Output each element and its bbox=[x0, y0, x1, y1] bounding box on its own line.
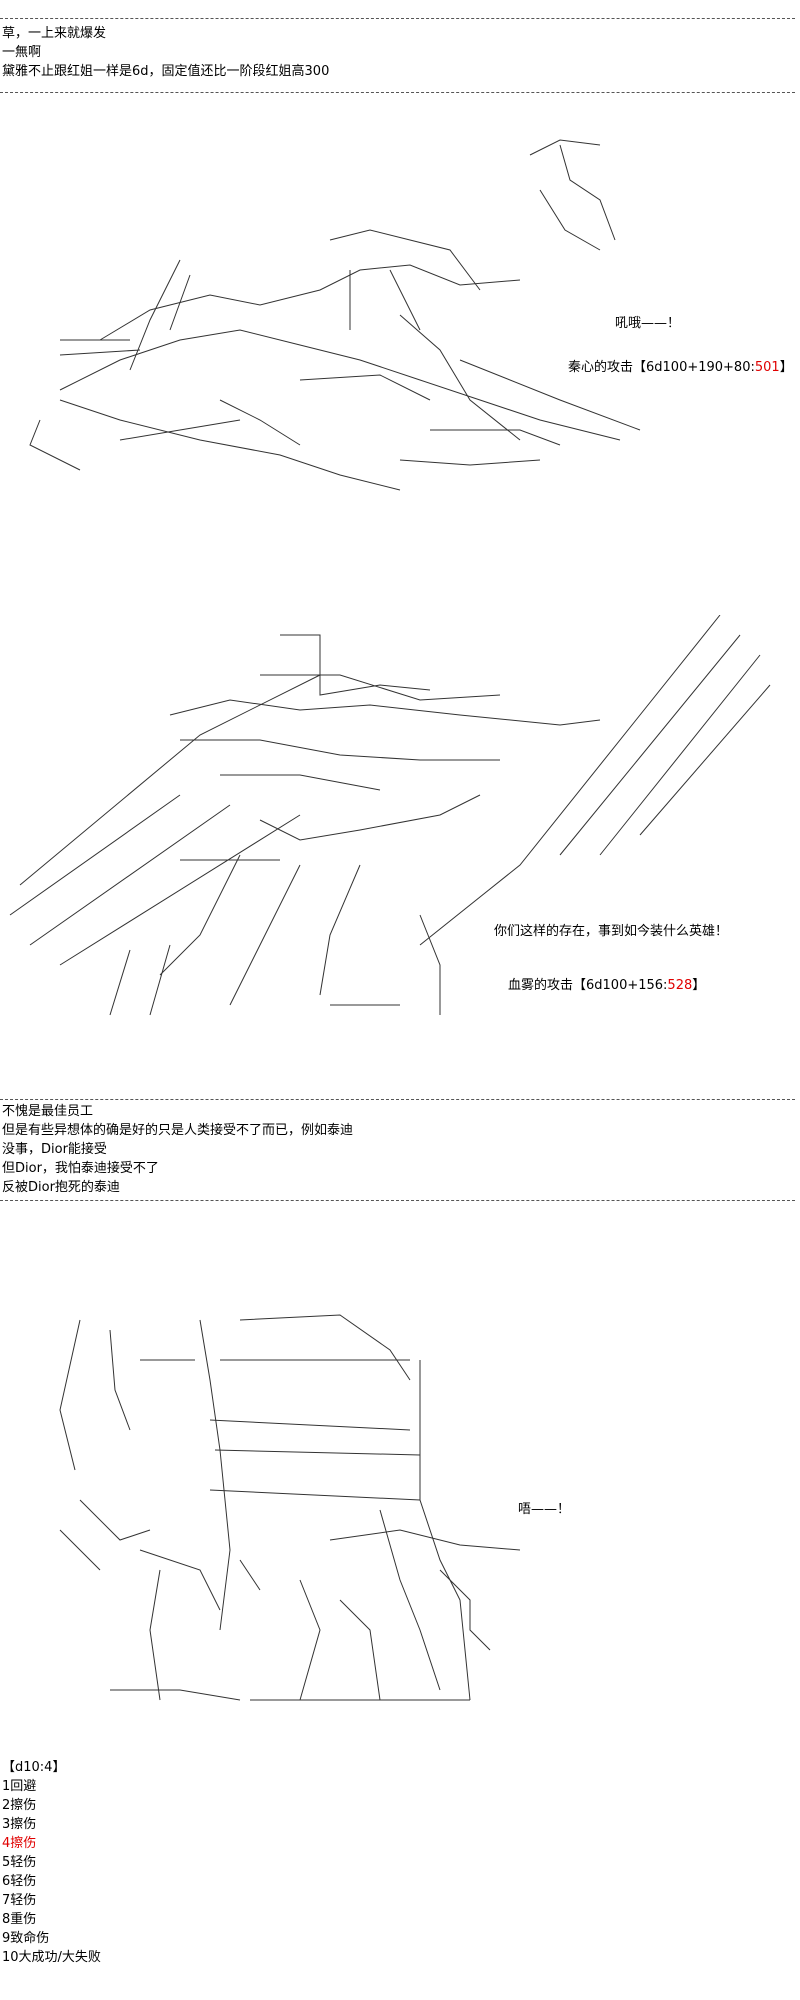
roll-header: 【d10:4】 bbox=[2, 1760, 66, 1775]
speech-roar: 吼哦——！ bbox=[615, 316, 681, 331]
ascii-art-xuewu bbox=[9, 615, 771, 1016]
divider-comments-end bbox=[0, 1200, 795, 1201]
intro-line: 草，一上来就爆发 bbox=[2, 26, 107, 41]
scene-dior-teddy: 唔——！ bbox=[0, 1300, 800, 1730]
speech-hero: 你们这样的存在，事到如今装什么英雄！ bbox=[494, 924, 729, 939]
roll-outcome-selected: 4擦伤 bbox=[2, 1836, 37, 1851]
attack-label: 血雾的攻击【6d100+156: bbox=[508, 978, 668, 993]
comment-line: 没事，Dior能接受 bbox=[2, 1142, 107, 1157]
comment-line: 反被Dior抱死的泰迪 bbox=[2, 1180, 120, 1195]
ascii-art-qinxin bbox=[29, 139, 641, 491]
comment-line: 不愧是最佳员工 bbox=[2, 1104, 94, 1119]
attack-suffix: 】 bbox=[692, 978, 706, 993]
roll-table: 【d10:4】 1回避 2擦伤 3擦伤 4擦伤 5轻伤 6轻伤 7轻伤 8重伤 … bbox=[2, 1758, 101, 1967]
speech-grunt: 唔——！ bbox=[518, 1502, 571, 1517]
roll-outcome: 10大成功/大失败 bbox=[2, 1950, 101, 1965]
roll-outcome: 2擦伤 bbox=[2, 1798, 37, 1813]
roll-outcome: 6轻伤 bbox=[2, 1874, 37, 1889]
comment-line: 但是有些异想体的确是好的只是人类接受不了而已，例如泰迪 bbox=[2, 1123, 354, 1138]
roll-outcome: 8重伤 bbox=[2, 1912, 37, 1927]
ascii-art-teddy bbox=[59, 1314, 521, 1701]
roll-outcome: 5轻伤 bbox=[2, 1855, 37, 1870]
attack-roll-qinxin: 秦心的攻击【6d100+190+80:501】 bbox=[568, 356, 793, 375]
comment-lines: 不愧是最佳员工 但是有些异想体的确是好的只是人类接受不了而已，例如泰迪 没事，D… bbox=[2, 1102, 353, 1197]
attack-value: 501 bbox=[754, 360, 780, 375]
roll-outcome: 7轻伤 bbox=[2, 1893, 37, 1908]
attack-suffix: 】 bbox=[779, 360, 793, 375]
divider-top bbox=[0, 18, 795, 19]
roll-outcome: 1回避 bbox=[2, 1779, 37, 1794]
comment-line: 但Dior，我怕泰迪接受不了 bbox=[2, 1161, 159, 1176]
attack-label: 秦心的攻击【6d100+190+80: bbox=[568, 360, 755, 375]
roll-outcome: 9致命伤 bbox=[2, 1931, 50, 1946]
roll-outcome: 3擦伤 bbox=[2, 1817, 37, 1832]
scene-qinxin-attack: 吼哦——！ 秦心的攻击【6d100+190+80:501】 bbox=[0, 100, 800, 510]
divider-intro-end bbox=[0, 92, 795, 93]
attack-value: 528 bbox=[667, 978, 693, 993]
intro-line: 黛雅不止跟红姐一样是6d，固定值还比一阶段红姐高300 bbox=[2, 64, 330, 79]
attack-roll-xuewu: 血雾的攻击【6d100+156:528】 bbox=[508, 974, 705, 993]
scene-xuewu-attack: 你们这样的存在，事到如今装什么英雄！ 血雾的攻击【6d100+156:528】 bbox=[0, 615, 800, 1035]
divider-comments-start bbox=[0, 1099, 795, 1100]
intro-line: 一無啊 bbox=[2, 45, 42, 60]
intro-comments: 草，一上来就爆发 一無啊 黛雅不止跟红姐一样是6d，固定值还比一阶段红姐高300 bbox=[2, 24, 329, 81]
